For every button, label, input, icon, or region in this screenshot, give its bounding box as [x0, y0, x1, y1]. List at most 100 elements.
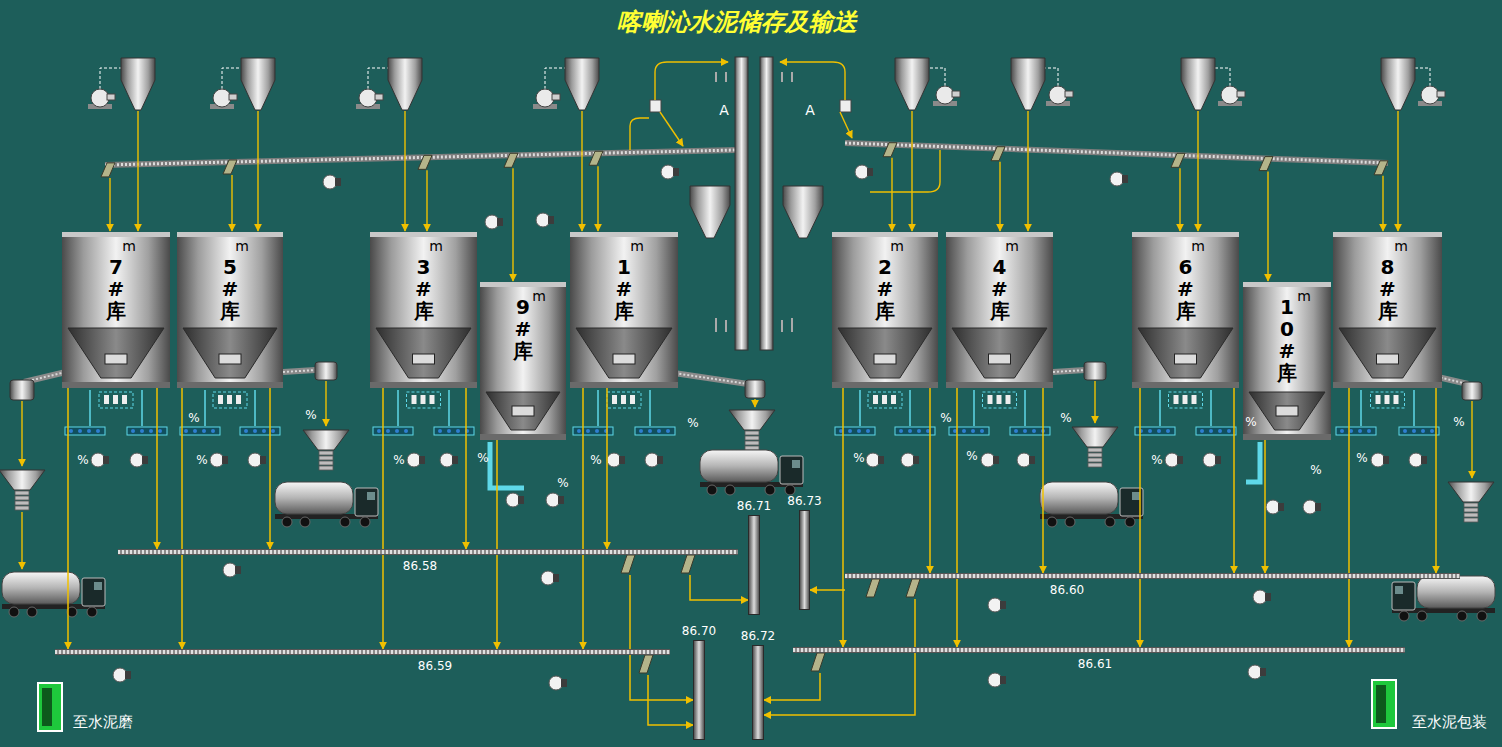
tipper-gate — [589, 151, 603, 165]
fan-motor — [1278, 503, 1284, 511]
air-slide-dot — [1209, 429, 1213, 433]
fan-symbol — [1409, 453, 1423, 467]
level-unit: m — [122, 238, 136, 254]
feed-rate-unit: % — [1310, 463, 1321, 477]
level-gauge — [1377, 354, 1399, 364]
silo-cone — [1339, 328, 1436, 378]
illustration-layer — [0, 57, 1495, 731]
fan-symbol — [1266, 500, 1280, 514]
material-flow-line — [257, 111, 258, 231]
silo-base — [570, 382, 678, 388]
material-flow-line — [426, 170, 427, 231]
silo-base — [832, 382, 938, 388]
bucket-elevator: 86.73 — [799, 510, 810, 610]
truck-tank — [275, 482, 353, 514]
loading-funnel — [729, 410, 775, 430]
loading-spout — [319, 456, 333, 460]
material-flow-arrow — [582, 388, 584, 649]
loading-spout — [1088, 453, 1102, 457]
fan-motor — [103, 456, 109, 464]
fan-symbol — [549, 676, 563, 690]
air-slide-dot — [78, 429, 82, 433]
bucket-elevator — [735, 57, 748, 350]
feed-rate-unit: % — [1356, 451, 1367, 465]
fan-symbol — [1303, 500, 1317, 514]
level-unit: m — [532, 288, 546, 304]
cement-silo: 7#库m — [62, 232, 170, 388]
loading-funnel — [0, 470, 45, 490]
tipper-gate — [883, 143, 897, 157]
air-slide-dot — [1148, 429, 1152, 433]
material-flow-line — [911, 111, 912, 231]
bucket-elevator — [760, 57, 773, 350]
loading-spout — [319, 466, 333, 470]
truck-wheel — [1047, 517, 1057, 527]
air-slide-dot — [1218, 429, 1222, 433]
material-flow-line — [754, 399, 755, 407]
silo-base — [946, 382, 1053, 388]
truck-cab — [780, 456, 803, 484]
air-slide-dot — [386, 429, 390, 433]
tipper-gate — [1374, 161, 1388, 175]
air-slide-dot — [1157, 429, 1161, 433]
fan-motor — [1029, 456, 1035, 464]
air-slide-dot — [202, 429, 206, 433]
feed-rate-unit: % — [1245, 415, 1256, 429]
fan-symbol — [536, 213, 550, 227]
aeration-nozzle — [997, 395, 1002, 404]
fan-motor — [335, 178, 341, 186]
feed-rate-unit: % — [940, 411, 951, 425]
material-flow-line — [1027, 111, 1028, 231]
loading-spout — [1088, 448, 1102, 452]
silo-shell — [1243, 282, 1331, 440]
dust-hopper — [783, 186, 823, 238]
silo-name: 1#库 — [614, 256, 634, 322]
cement-silo: 2#库m — [832, 232, 938, 388]
material-flow-line — [231, 175, 232, 231]
equipment-number: 86.59 — [418, 659, 452, 673]
feed-rate-unit: % — [305, 408, 316, 422]
aeration-nozzle — [1385, 395, 1390, 404]
feed-rate-unit: % — [1060, 411, 1071, 425]
exit-door — [1372, 680, 1396, 728]
material-flow-arrow — [269, 388, 271, 549]
silo-roof — [62, 232, 170, 237]
truck-cab — [355, 488, 378, 516]
feed-rate-unit: % — [188, 411, 199, 425]
material-flow-arrow — [1233, 388, 1235, 573]
aeration-nozzle — [612, 395, 617, 404]
material-flow-line — [1179, 168, 1180, 231]
fan-symbol — [866, 453, 880, 467]
material-flow-line — [1197, 111, 1198, 231]
silo-cone — [68, 328, 164, 378]
aeration-nozzle — [988, 395, 993, 404]
silo-cone — [952, 328, 1047, 378]
conveyor-belt-texture — [845, 143, 1388, 163]
conveyor-belt-texture — [105, 150, 735, 165]
feed-rate-unit: % — [477, 451, 488, 465]
silo-roof — [370, 232, 477, 237]
equipment-number: 86.58 — [403, 559, 437, 573]
level-gauge — [613, 354, 635, 364]
diagram-title: 喀喇沁水泥储存及输送 — [487, 6, 987, 38]
truck-tank — [700, 450, 778, 482]
material-flow-arrow — [764, 673, 820, 700]
fan-motor — [1215, 456, 1221, 464]
material-flow-line — [21, 512, 22, 569]
air-slide-dot — [87, 429, 91, 433]
distributor — [840, 100, 851, 112]
conveyor-belt — [845, 573, 1460, 579]
conveyor-belt — [105, 150, 735, 165]
silo-cone — [376, 328, 471, 378]
tipper-gate — [1171, 153, 1185, 167]
fan-motor — [419, 456, 425, 464]
fan-motor — [561, 679, 567, 687]
material-flow-arrow — [1348, 388, 1350, 647]
level-gauge — [512, 406, 534, 416]
silo-name: 10#库 — [1277, 296, 1297, 384]
silo-cone — [1138, 328, 1233, 378]
fan-motor — [1421, 456, 1427, 464]
aeration-nozzle — [236, 395, 241, 404]
exit-label: 至水泥包装 — [1412, 713, 1487, 732]
air-slide-dot — [657, 429, 661, 433]
